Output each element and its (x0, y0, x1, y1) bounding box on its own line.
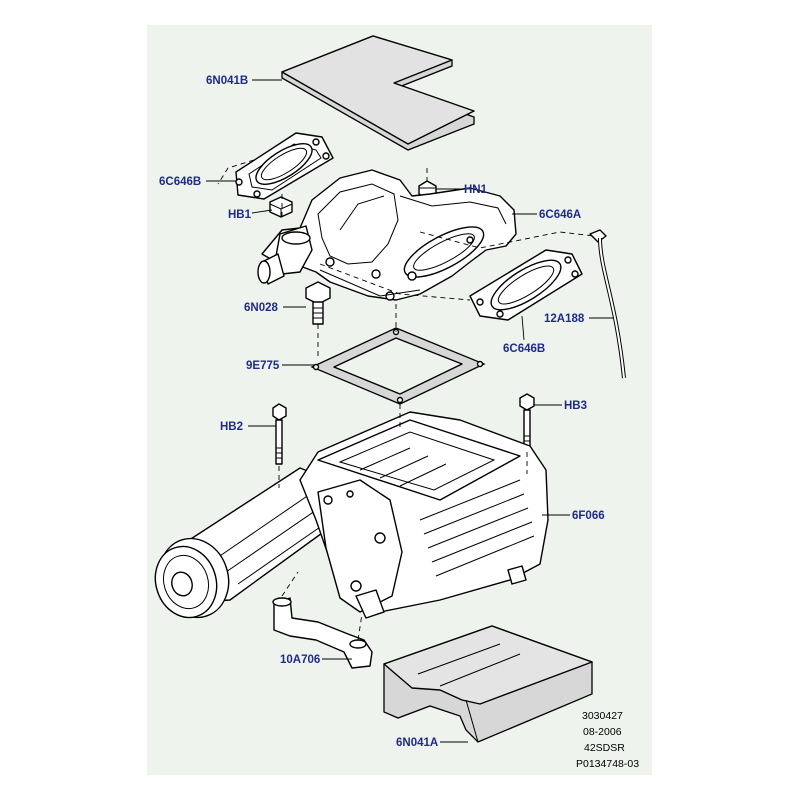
label-hn1: HN1 (464, 184, 488, 196)
label-6n041a: 6N041A (396, 737, 438, 749)
bolt-hb3 (519, 393, 535, 451)
label-9e775: 9E775 (246, 360, 280, 372)
outlet-elbow-6c646a (257, 169, 517, 301)
ref-date: 08-2006 (583, 726, 622, 738)
label-hb2: HB2 (220, 421, 243, 433)
label-6n041b: 6N041B (206, 75, 248, 87)
top-cover-6n041b (281, 35, 475, 151)
ref-illustration-number: 3030427 (582, 710, 623, 722)
label-hb1: HB1 (228, 209, 252, 221)
reference-block: 3030427 08-2006 42SDSR P0134748-03 (576, 710, 639, 770)
leader-lines (206, 79, 614, 743)
stud-6n028 (305, 281, 331, 325)
label-6n028: 6N028 (244, 302, 278, 314)
ref-part-number: P0134748-03 (576, 758, 639, 770)
label-6c646b-right: 6C646B (503, 343, 545, 355)
alignment-lines (217, 159, 595, 641)
label-10a706: 10A706 (280, 654, 320, 666)
part-labels: 6N041B 6C646B HB1 HN1 6C646A 6N028 12A18… (159, 75, 605, 749)
label-6f066: 6F066 (572, 510, 605, 522)
gasket-right-6c646b (469, 249, 583, 321)
label-6c646a: 6C646A (539, 209, 581, 221)
gasket-left-6c646b (235, 132, 334, 200)
ref-model-code: 42SDSR (584, 742, 625, 754)
label-hb3: HB3 (564, 400, 587, 412)
bolt-hb2 (272, 403, 287, 465)
gasket-9e775 (310, 327, 486, 405)
label-12a188: 12A188 (544, 313, 585, 325)
label-6c646b-left: 6C646B (159, 176, 201, 188)
bracket-10a706 (272, 597, 373, 669)
supercharger-6f066 (154, 411, 549, 619)
bolt-hb1 (269, 196, 293, 218)
bottom-cover-6n041a (383, 625, 593, 743)
hose-12a188 (589, 229, 626, 379)
